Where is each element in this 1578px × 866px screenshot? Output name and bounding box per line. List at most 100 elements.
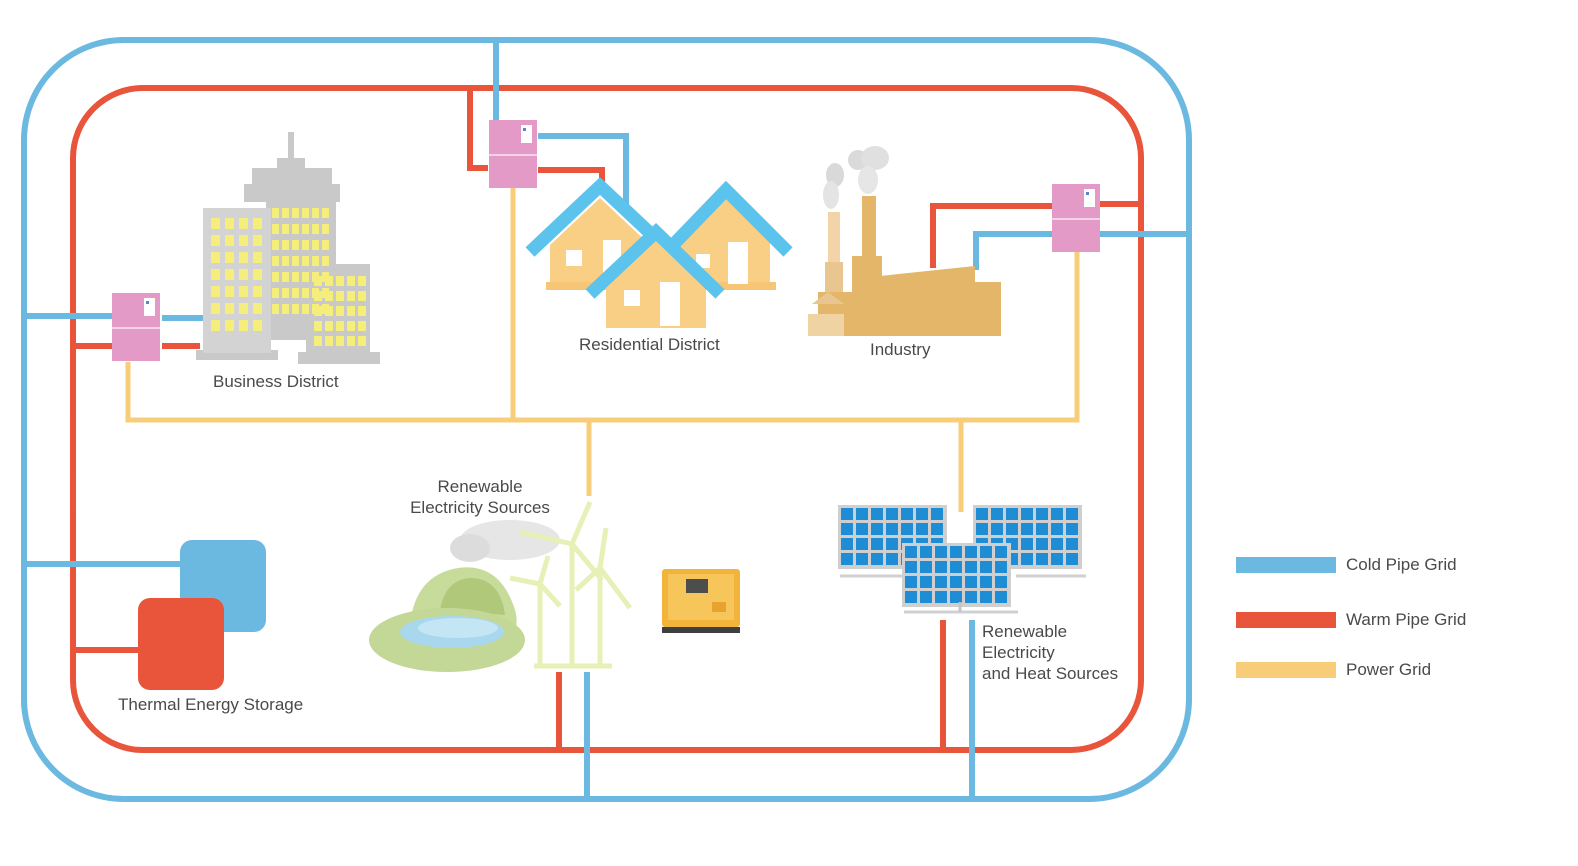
window	[253, 269, 262, 280]
solar-cell	[950, 546, 962, 558]
legend-swatch-power	[1236, 662, 1336, 678]
window	[211, 320, 220, 331]
solar-cell	[1021, 538, 1033, 550]
solar-cell	[871, 553, 883, 565]
window	[211, 286, 220, 297]
window	[253, 286, 262, 297]
industry-factory	[808, 146, 1001, 336]
window	[253, 235, 262, 246]
solar-cell	[920, 561, 932, 573]
solar-cell	[1006, 508, 1018, 520]
window	[225, 286, 234, 297]
solar-cell	[856, 553, 868, 565]
window	[239, 235, 248, 246]
window	[312, 256, 319, 266]
window	[292, 288, 299, 298]
window	[225, 218, 234, 229]
solar-cell	[1051, 508, 1063, 520]
window	[272, 288, 279, 298]
residential-houses	[525, 177, 793, 328]
legend-label-warm: Warm Pipe Grid	[1346, 610, 1467, 629]
legend-swatch-warm	[1236, 612, 1336, 628]
window	[225, 269, 234, 280]
solar-cell	[976, 523, 988, 535]
solar-cell	[1066, 538, 1078, 550]
window	[239, 252, 248, 263]
window	[292, 256, 299, 266]
window	[325, 306, 333, 316]
label-renewable-heat-line3: and Heat Sources	[982, 664, 1119, 683]
window	[239, 303, 248, 314]
window	[347, 276, 355, 286]
solar-cell	[980, 591, 992, 603]
window	[314, 336, 322, 346]
window	[358, 306, 366, 316]
window	[347, 291, 355, 301]
window	[292, 272, 299, 282]
window	[272, 256, 279, 266]
label-thermal-energy-storage: Thermal Energy Storage	[118, 695, 304, 714]
solar-cell	[935, 546, 947, 558]
window	[282, 272, 289, 282]
solar-cell	[856, 538, 868, 550]
solar-cell	[1066, 523, 1078, 535]
window	[302, 256, 309, 266]
solar-cell	[965, 576, 977, 588]
solar-cell	[905, 576, 917, 588]
solar-cell	[901, 523, 913, 535]
solar-cell	[871, 538, 883, 550]
solar-cell	[916, 508, 928, 520]
window	[322, 208, 329, 218]
solar-cell	[841, 523, 853, 535]
solar-cell	[1006, 523, 1018, 535]
window	[225, 303, 234, 314]
window	[325, 291, 333, 301]
solar-cell	[991, 508, 1003, 520]
window	[302, 240, 309, 250]
solar-cell	[916, 523, 928, 535]
window	[282, 208, 289, 218]
window	[272, 208, 279, 218]
solar-cell	[1036, 508, 1048, 520]
solar-cell	[950, 591, 962, 603]
solar-cell	[1066, 508, 1078, 520]
window	[314, 321, 322, 331]
window	[253, 218, 262, 229]
window	[322, 256, 329, 266]
window	[302, 304, 309, 314]
solar-cell	[886, 538, 898, 550]
window	[312, 208, 319, 218]
window	[225, 320, 234, 331]
window	[336, 291, 344, 301]
solar-cell	[976, 508, 988, 520]
window	[302, 224, 309, 234]
solar-cell	[1051, 553, 1063, 565]
window	[325, 336, 333, 346]
solar-cell	[980, 546, 992, 558]
cold-pipe-loop	[21, 37, 1192, 802]
window	[239, 286, 248, 297]
solar-cell	[871, 523, 883, 535]
solar-cell	[920, 591, 932, 603]
label-renewable-electricity: Renewable Electricity Sources	[399, 476, 561, 518]
solar-cell	[995, 546, 1007, 558]
window	[211, 218, 220, 229]
solar-cell	[980, 561, 992, 573]
substation-industry	[1052, 184, 1100, 252]
label-residential-district: Residential District	[579, 335, 720, 354]
window	[211, 252, 220, 263]
window	[358, 321, 366, 331]
solar-cell	[1051, 538, 1063, 550]
cold-pipe-branches	[24, 40, 1189, 799]
solar-cell	[935, 576, 947, 588]
solar-cell	[931, 508, 943, 520]
solar-cell	[905, 591, 917, 603]
thermal-energy-storage	[138, 540, 266, 690]
window	[292, 304, 299, 314]
solar-cell	[905, 546, 917, 558]
solar-cell	[920, 546, 932, 558]
solar-cells	[838, 505, 1082, 607]
window	[225, 252, 234, 263]
